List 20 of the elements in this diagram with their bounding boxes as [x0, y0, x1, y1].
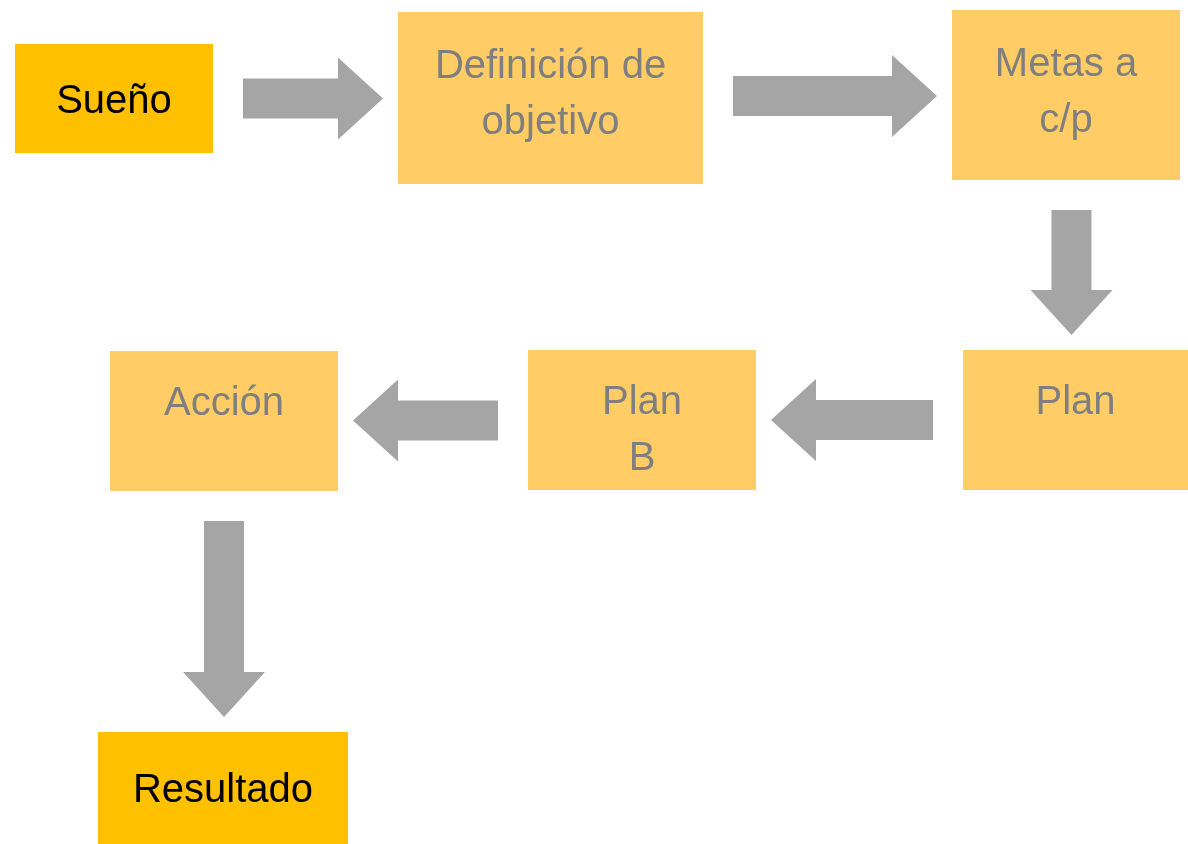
- step-box: [110, 351, 338, 491]
- block-arrow: [1030, 210, 1113, 335]
- block-arrow: [353, 379, 498, 462]
- block-arrow: [771, 379, 933, 461]
- block-arrow: [243, 57, 383, 140]
- start-end-box: [98, 732, 348, 844]
- box-label: Metas a c/p: [993, 39, 1139, 142]
- step-box: [398, 12, 703, 184]
- step-box: [528, 350, 756, 490]
- box-label: Definición de objetivo: [433, 41, 668, 144]
- box-label: Resultado: [132, 765, 314, 812]
- box-label: Acción: [163, 378, 285, 425]
- start-end-box: [15, 44, 213, 153]
- box-label: Sueño: [56, 75, 172, 123]
- block-arrow: [733, 55, 937, 137]
- step-box: [963, 350, 1188, 490]
- box-label: Plan: [1035, 377, 1116, 424]
- box-label: Plan B: [600, 377, 684, 480]
- step-box: [952, 10, 1180, 180]
- block-arrow: [183, 521, 265, 717]
